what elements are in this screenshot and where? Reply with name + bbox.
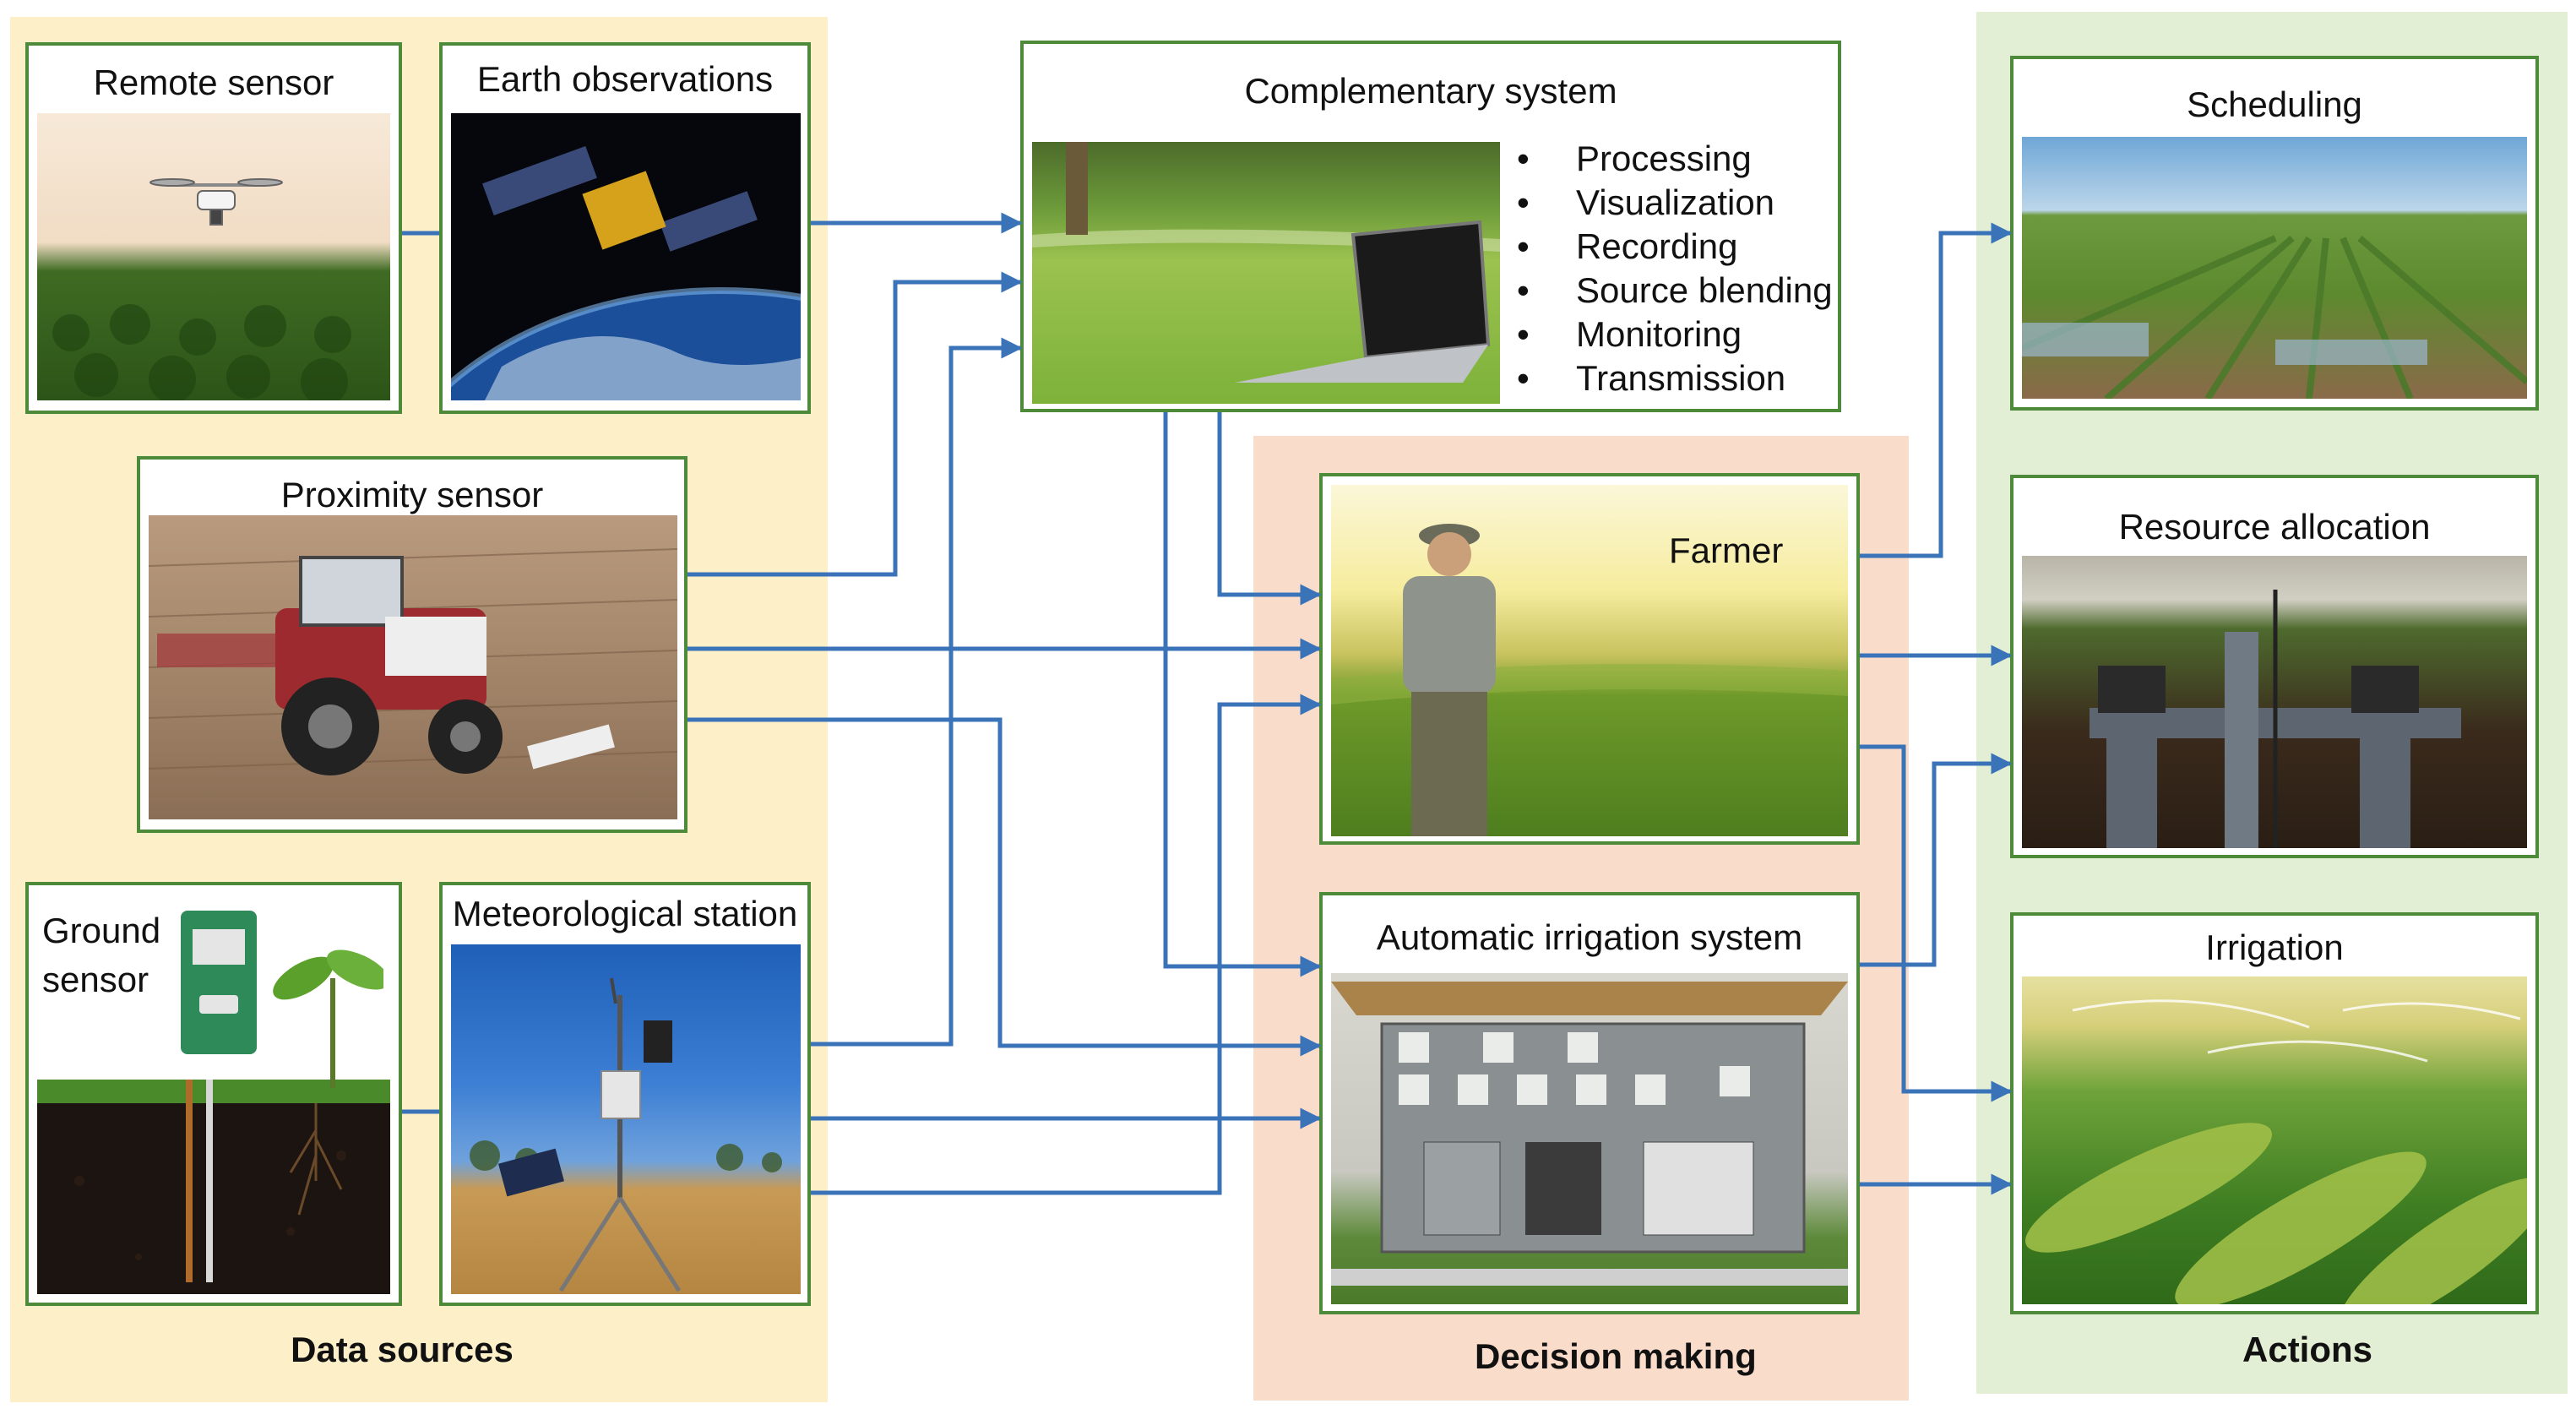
function-item: Monitoring [1517, 313, 1833, 356]
remote-sensor-box: Remote sensor [25, 42, 402, 414]
remote-sensor-label: Remote sensor [93, 63, 334, 102]
ground-sensor-label-line2: sensor [42, 960, 149, 999]
earth-observations-box: Earth observations [439, 42, 811, 414]
seedling-icon [273, 949, 383, 1088]
farmer-field-image [1331, 485, 1848, 836]
resource-allocation-box: Resource allocation [2010, 475, 2539, 858]
irrigation-label: Irrigation [2205, 928, 2344, 967]
scheduling-box: Scheduling [2010, 56, 2539, 411]
complementary-to-farmer-arrow [1217, 412, 1322, 606]
valve-pipes-image [2022, 556, 2527, 848]
proximity-sensor-box: Proximity sensor [137, 456, 687, 833]
proximity-to-complementary-arrow [687, 271, 1023, 577]
function-list: Processing Visualization Recording Sourc… [1517, 137, 1833, 400]
decision-making-title: Decision making [1475, 1336, 1757, 1376]
farmer-box: Farmer [1319, 473, 1860, 845]
proximity-sensor-label: Proximity sensor [280, 475, 544, 514]
control-panel-image [1331, 973, 1848, 1304]
automatic-to-resource-arrow [1860, 753, 2013, 967]
tractor-image [149, 515, 677, 819]
drone-field-image [37, 113, 390, 400]
satellite-image [451, 113, 801, 400]
weather-station-icon [498, 977, 682, 1292]
resource-allocation-label: Resource allocation [2118, 507, 2431, 547]
met-to-farmer-arrow [811, 694, 1322, 1195]
sprinkler-crops-image [2022, 977, 2527, 1304]
complementary-to-automatic-arrow [1163, 412, 1322, 977]
farmer-label: Farmer [1669, 530, 1784, 570]
actions-title: Actions [2242, 1330, 2373, 1369]
valve-manifold-icon [2090, 632, 2461, 848]
met-to-complementary-arrow [811, 337, 1023, 1047]
water-spray-icon [2072, 999, 2521, 1063]
irrigation-box: Irrigation [2010, 912, 2539, 1314]
laptop-field-image [1032, 142, 1500, 404]
meteorological-station-box: Meteorological station [439, 882, 811, 1306]
weather-station-image [451, 944, 801, 1294]
proximity-to-automatic-arrow [687, 717, 1322, 1057]
soil-sensor-image [37, 1080, 390, 1294]
function-item: Source blending [1517, 269, 1833, 313]
meteorological-station-label: Meteorological station [452, 894, 798, 933]
earth-observations-label: Earth observations [476, 59, 774, 99]
drone-icon [149, 178, 283, 226]
automatic-irrigation-label: Automatic irrigation system [1376, 917, 1803, 957]
satellite-icon [482, 145, 758, 252]
control-cabinet-icon [1380, 1022, 1806, 1254]
farmer-to-irrigation-arrow [1860, 744, 2013, 1102]
ground-sensor-box: Ground sensor [25, 882, 402, 1306]
function-item: Transmission [1517, 356, 1833, 400]
function-item: Visualization [1517, 181, 1833, 225]
function-item: Recording [1517, 225, 1833, 269]
laptop-icon [1235, 220, 1491, 383]
data-sources-title: Data sources [291, 1330, 514, 1369]
scheduling-label: Scheduling [2187, 84, 2362, 124]
furrow-field-image [2022, 137, 2527, 399]
farmer-icon [1403, 524, 1496, 836]
farmer-to-scheduling-arrow [1860, 222, 2013, 558]
tractor-icon [157, 556, 615, 775]
function-item: Processing [1517, 137, 1833, 181]
ground-sensor-label-line1: Ground [42, 911, 161, 950]
complementary-system-box: Complementary system Processing Visualiz… [1020, 41, 1841, 412]
complementary-system-label: Complementary system [1244, 71, 1617, 111]
automatic-irrigation-box: Automatic irrigation system [1319, 892, 1860, 1314]
soil-meter-icon [181, 911, 257, 1054]
